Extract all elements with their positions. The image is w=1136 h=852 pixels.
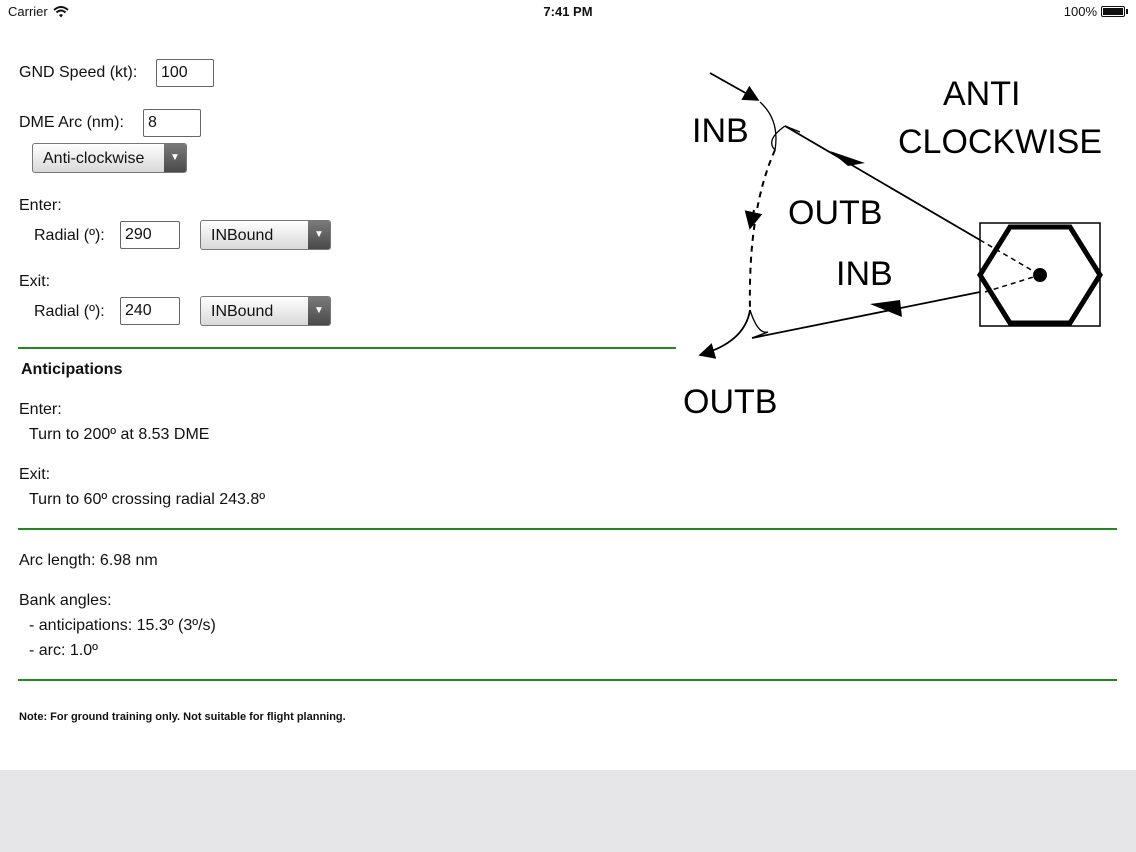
divider xyxy=(18,347,676,349)
battery-indicator: 100% xyxy=(1064,4,1128,19)
divider xyxy=(18,679,1117,681)
chevron-down-icon: ▼ xyxy=(308,297,330,325)
anticipation-enter-label: Enter: xyxy=(19,401,62,418)
wifi-icon xyxy=(53,5,69,17)
diagram-label-inb-middle: INB xyxy=(836,255,893,293)
bank-anticipations-text: - anticipations: 15.3º (3º/s) xyxy=(29,617,216,634)
enter-label: Enter: xyxy=(19,197,62,214)
diagram-title-line1: ANTI xyxy=(943,75,1020,113)
dme-arc-diagram: ANTI CLOCKWISE INB OUTB INB OUTB xyxy=(683,72,1103,421)
battery-percent: 100% xyxy=(1063,4,1097,19)
enter-bound-select-value: INBound xyxy=(211,227,274,244)
enter-radial-label: Radial (º): xyxy=(34,227,105,244)
dme-arc-input[interactable] xyxy=(143,109,201,137)
diagram-label-outb-bottom: OUTB xyxy=(683,383,777,421)
direction-select-value: Anti-clockwise xyxy=(43,150,145,167)
enter-radial-input[interactable] xyxy=(120,221,180,249)
chevron-down-icon: ▼ xyxy=(308,221,330,249)
diagram-label-outb-middle: OUTB xyxy=(788,194,882,232)
bottom-bar xyxy=(0,770,1136,852)
exit-bound-select-value: INBound xyxy=(211,303,274,320)
disclaimer-note: Note: For ground training only. Not suit… xyxy=(19,711,346,723)
anticipations-heading: Anticipations xyxy=(21,361,123,378)
enter-bound-select[interactable]: INBound ▼ xyxy=(200,220,331,250)
carrier-label: Carrier xyxy=(8,4,48,19)
exit-label: Exit: xyxy=(19,273,51,290)
exit-radial-label: Radial (º): xyxy=(34,303,105,320)
anticipation-exit-label: Exit: xyxy=(19,466,51,483)
carrier-indicator: Carrier xyxy=(8,4,69,19)
diagram-title-line2: CLOCKWISE xyxy=(898,123,1102,161)
dme-arc-label: DME Arc (nm): xyxy=(19,114,124,131)
anticipation-exit-text: Turn to 60º crossing radial 243.8º xyxy=(29,491,266,508)
arc-length-text: Arc length: 6.98 nm xyxy=(19,552,158,569)
gnd-speed-label: GND Speed (kt): xyxy=(19,64,138,81)
anticipation-enter-text: Turn to 200º at 8.53 DME xyxy=(29,426,210,443)
exit-radial-input[interactable] xyxy=(120,297,180,325)
status-bar: Carrier 7:41 PM 100% xyxy=(0,0,1136,24)
battery-icon xyxy=(1101,6,1125,17)
clock: 7:41 PM xyxy=(543,4,593,19)
chevron-down-icon: ▼ xyxy=(164,144,186,172)
divider xyxy=(18,528,1117,530)
bank-arc-text: - arc: 1.0º xyxy=(29,642,98,659)
diagram-label-inb-top: INB xyxy=(692,112,749,150)
exit-bound-select[interactable]: INBound ▼ xyxy=(200,296,331,326)
vor-hexagon-icon xyxy=(977,224,1103,326)
direction-select[interactable]: Anti-clockwise ▼ xyxy=(32,143,187,173)
gnd-speed-input[interactable] xyxy=(156,59,214,87)
bank-angles-label: Bank angles: xyxy=(19,592,112,609)
